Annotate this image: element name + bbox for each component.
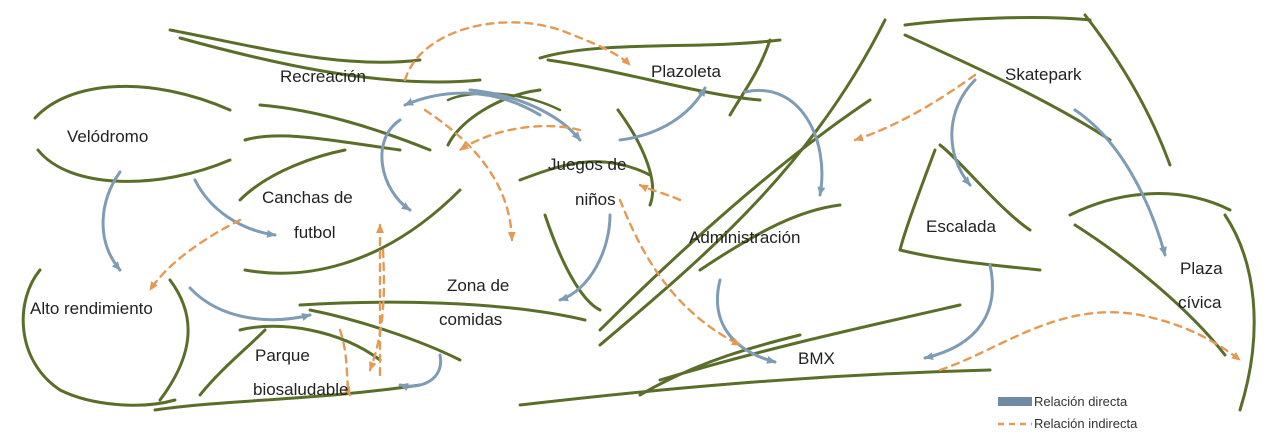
direct-arrow	[188, 286, 312, 322]
boundary-stroke	[898, 248, 1042, 272]
indirect-arrow	[368, 248, 386, 372]
boundary-stroke	[238, 324, 382, 362]
label-velodromo: Velódromo	[67, 127, 148, 146]
label-skatepark: Skatepark	[1005, 65, 1082, 84]
label-parque-line1: Parque	[255, 346, 310, 365]
boundary-stroke	[308, 308, 462, 362]
label-parque-line2: biosaludable	[253, 380, 348, 399]
label-plaza-line2: cívica	[1178, 293, 1222, 312]
boundary-stroke	[658, 303, 962, 382]
boundary-stroke	[1083, 13, 1172, 167]
area-labels: Velódromo Recreación Plazoleta Skatepark…	[30, 62, 1223, 399]
direct-arrow	[558, 213, 612, 302]
label-alto-rendimiento: Alto rendimiento	[30, 299, 153, 318]
direct-arrow	[101, 170, 122, 272]
indirect-arrow	[853, 73, 977, 142]
direct-arrow	[923, 263, 994, 361]
direct-arrow	[950, 78, 977, 187]
boundary-stroke	[616, 108, 655, 207]
indirect-arrow	[423, 108, 516, 242]
boundary-stroke	[518, 160, 652, 182]
boundary-stroke	[903, 33, 1112, 142]
boundary-stroke	[598, 18, 887, 347]
direct-arrow	[468, 88, 582, 142]
boundary-stroke	[938, 143, 1032, 232]
indirect-relation-arrows	[148, 21, 1242, 397]
indirect-arrow	[458, 124, 582, 152]
direct-relation-arrows	[101, 78, 1167, 391]
label-juegos-line1: Juegos de	[548, 155, 626, 174]
legend: Relación directa Relación indirecta	[998, 394, 1138, 431]
label-plaza-line1: Plaza	[1180, 259, 1223, 278]
direct-arrow	[403, 91, 542, 117]
direct-arrow	[618, 86, 707, 142]
boundary-stroke	[638, 333, 802, 397]
indirect-arrow	[938, 311, 1242, 372]
boundary-stroke	[543, 213, 602, 312]
boundary-stroke	[728, 38, 772, 117]
boundary-stroke	[1223, 213, 1256, 412]
boundary-stroke	[168, 28, 422, 64]
label-juegos-line2: niños	[575, 190, 616, 209]
boundary-stroke	[1073, 223, 1227, 357]
area-boundary-strokes	[21, 13, 1256, 412]
boundary-stroke	[178, 36, 482, 84]
boundary-stroke	[21, 268, 177, 407]
label-administracion: Administración	[689, 228, 801, 247]
boundary-stroke	[446, 88, 542, 147]
legend-direct-label: Relación directa	[1034, 394, 1128, 409]
boundary-stroke	[598, 98, 872, 332]
indirect-arrow	[638, 183, 682, 202]
boundary-stroke	[238, 148, 347, 202]
boundary-stroke	[538, 38, 782, 60]
direct-arrow	[715, 278, 777, 364]
direct-arrow	[398, 353, 443, 391]
indirect-arrow	[148, 218, 242, 292]
direct-arrow	[743, 89, 826, 197]
direct-arrow	[380, 118, 412, 212]
boundary-stroke	[698, 203, 842, 272]
boundary-stroke	[243, 134, 402, 152]
boundary-stroke	[33, 84, 232, 120]
boundary-stroke	[258, 103, 432, 152]
label-escalada: Escalada	[926, 217, 996, 236]
direct-arrow	[1073, 108, 1167, 257]
label-zona-line2: comidas	[439, 310, 502, 329]
boundary-stroke	[198, 328, 267, 397]
boundary-stroke	[518, 368, 992, 407]
boundary-stroke	[903, 16, 1092, 27]
label-bmx: BMX	[798, 349, 835, 368]
legend-indirect-label: Relación indirecta	[1034, 416, 1138, 431]
boundary-stroke	[1068, 192, 1232, 217]
label-canchas-line2: futbol	[294, 223, 336, 242]
boundary-stroke	[158, 278, 190, 402]
boundary-stroke	[36, 148, 232, 183]
label-plazoleta: Plazoleta	[651, 62, 721, 81]
indirect-arrow	[618, 198, 742, 347]
label-zona-line1: Zona de	[447, 276, 509, 295]
boundary-stroke	[298, 300, 587, 322]
label-canchas-line1: Canchas de	[262, 188, 353, 207]
indirect-arrow	[338, 328, 352, 397]
label-recreacion: Recreación	[280, 67, 366, 86]
boundary-stroke	[546, 58, 762, 102]
indirect-arrow	[403, 21, 632, 82]
legend-direct-swatch	[998, 397, 1032, 406]
boundary-stroke	[243, 188, 462, 275]
boundary-stroke	[153, 383, 422, 412]
boundary-stroke	[898, 148, 937, 252]
direct-arrow	[193, 178, 277, 238]
